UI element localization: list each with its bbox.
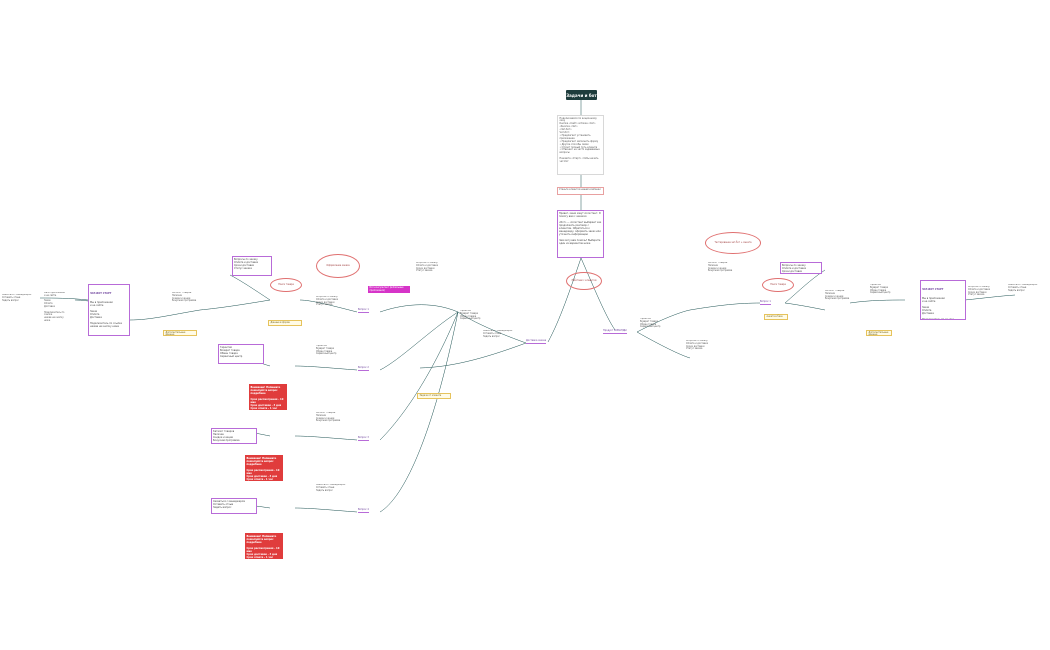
left-small-box-1: Вопросы по заказу Оплата и доставка Срок… [232,256,272,276]
purple-note: Привет, меня зовут Ассистент. Я помогу в… [557,210,604,258]
left-card-text: Мы в приложении и на сайте Заказ Оплата … [90,301,122,328]
branch-label-2[interactable]: Вопрос 2 [358,366,369,371]
branch-text-2: Гарантия Возврат товара Обмен товара Сер… [316,345,337,356]
right-small-box-1: Вопросы по заказу Оплата и доставка Срок… [780,262,822,274]
right-text-5: Гарантия Возврат товара Обмен товара Сер… [870,284,891,295]
middle-text-1: Вопросы по заказу Оплата и доставка Срок… [416,262,438,273]
left-ellipse-2: Оформление заказа [316,254,360,278]
right-text-2: Каталог товаров Наличие Скидки и акции Б… [708,262,733,273]
left-card-side: Мы в приложении и на сайте Заказ Оплата … [44,292,65,322]
yellow-note-5: Дополнительные данные [866,330,892,336]
far-right-text: Связаться с менеджером Оставить отзыв За… [1008,284,1038,292]
red-note-1: Внимание! Напишите пожалуйста вопрос под… [249,384,287,410]
yellow-note-4: Анкета в базе [764,314,788,320]
left-small-box-3: Каталог товаров Наличие Скидки и акции Б… [211,428,257,444]
right-text-1: Гарантия Возврат товара Обмен товара Сер… [640,318,661,329]
left-ellipse-1: Поиск товара [270,278,302,292]
right-node[interactable]: Продукт КОМАНДЫ [603,329,627,334]
root-title: Задачи и бот [566,90,597,100]
right-card: ЧАТ-БОТ СТАРТ Мы в приложении и на сайте… [920,280,966,320]
red-note-2: Внимание! Напишите пожалуйста вопрос под… [245,455,283,481]
intro-text-block: Подключаемся по акционному окну Кнопка «… [557,115,604,175]
left-small-box-2: Гарантия Возврат товара Обмен товара Сер… [218,344,264,364]
right-card-title: ЧАТ-БОТ СТАРТ [922,288,944,291]
yellow-note-1: Дополнительные данные [163,330,197,336]
right-card-side: Вопросы по заказу Оплата и доставка Срок… [968,286,990,297]
branch-text-3: Каталог товаров Наличие Скидки и акции Б… [316,412,341,423]
branch-label-3[interactable]: Вопрос 3 [358,436,369,441]
right-ellipse: Тестирование чат-бот + Анкета [705,232,761,254]
middle-text-3: Связаться с менеджером Оставить отзыв За… [483,330,513,338]
right-ellipse-2: Поиск товара [762,278,794,292]
left-card: ЧАТ-БОТ СТАРТ Мы в приложении и на сайте… [88,284,130,336]
pink-note: Станьте клиентом нашей компании [557,187,604,195]
magenta-label: Бот-консультант (мобильные приложения) [368,286,410,293]
right-text-3: Вопросы по заказу Оплата и доставка Срок… [686,340,708,351]
branch-label-4[interactable]: Вопрос 4 [358,508,369,513]
red-note-3: Внимание! Напишите пожалуйста вопрос под… [245,533,283,559]
right-branch-label[interactable]: Вопрос 1 [760,300,771,305]
left-card-title: ЧАТ-БОТ СТАРТ [90,292,112,295]
center-ellipse: Работаем с клиентом [566,272,602,290]
left-small-box-4: Связаться с менеджером Оставить отзыв За… [211,498,257,514]
center-node[interactable]: Доставка заказа [526,339,547,344]
far-left-text: Связаться с менеджером Оставить отзыв За… [2,294,32,302]
yellow-note-3: Задача от клиента [417,393,451,399]
branch-text-1: Вопросы по заказу Оплата и доставка Срок… [316,296,338,307]
branch-label-1[interactable]: Вопрос 1 [358,308,369,313]
left-mid-text: Каталог товаров Наличие Скидки и акции Б… [172,292,197,303]
right-text-4: Каталог товаров Наличие Скидки и акции Б… [825,290,850,301]
right-card-text: Мы в приложении и на сайте Заказ Оплата … [922,297,954,320]
yellow-note-2: Данные в форме [268,320,302,326]
branch-text-4: Связаться с менеджером Оставить отзыв За… [316,484,346,492]
middle-text-2: Гарантия Возврат товара Обмен товара Сер… [460,310,481,321]
